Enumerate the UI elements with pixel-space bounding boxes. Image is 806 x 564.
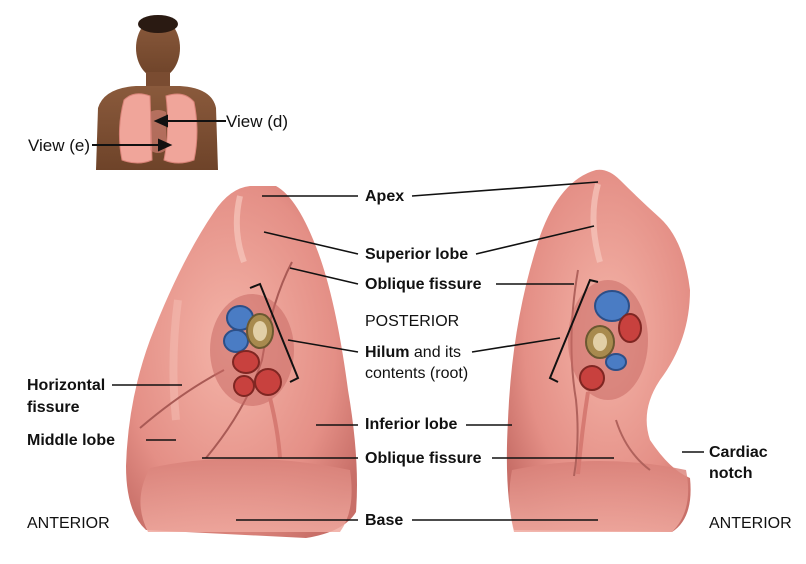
view-e-label: View (e)	[28, 136, 91, 155]
figure-head	[136, 18, 180, 78]
left-hilum	[210, 294, 294, 459]
base-label: Base	[365, 512, 404, 529]
hilum-label-bold: Hilum	[365, 344, 410, 361]
figure-right-lung	[163, 93, 198, 164]
anterior-left-label: ANTERIOR	[27, 515, 110, 532]
thumbnail-arrows	[92, 114, 226, 152]
cardiac-notch-label-line1: Cardiac	[709, 444, 768, 461]
oblique-fissure-bottom-label: Oblique fissure	[365, 450, 482, 467]
inferior-lobe-label: Inferior lobe	[365, 416, 458, 433]
apex-label: Apex	[365, 188, 405, 205]
left-hilum-bracket	[249, 282, 300, 383]
hilum-label-rest: and its	[409, 344, 462, 361]
oblique-fissure-top-label: Oblique fissure	[365, 276, 482, 293]
hilum-label: Hilum and its	[365, 343, 461, 362]
left-lung-illustration	[126, 186, 357, 538]
left-lung-base	[140, 458, 352, 532]
middle-lobe-label: Middle lobe	[27, 432, 115, 449]
horizontal-fissure-label-line1: Horizontal	[27, 377, 106, 394]
right-hilum-bracket	[548, 278, 599, 383]
right-lung-illustration	[506, 169, 691, 532]
view-d-label: View (d)	[226, 112, 289, 131]
leader-lines	[112, 181, 704, 521]
superior-lobe-label: Superior lobe	[365, 246, 469, 263]
right-oblique-fissure	[570, 269, 579, 477]
hilum-contents-label: contents (root)	[365, 365, 469, 382]
anterior-right-label: ANTERIOR	[709, 515, 792, 532]
horizontal-fissure-label-line2: fissure	[27, 399, 80, 416]
cardiac-notch-label-line2: notch	[709, 465, 753, 482]
right-hilum	[568, 280, 648, 475]
right-lung-base	[509, 461, 689, 532]
posterior-label: POSTERIOR	[365, 313, 460, 330]
figure-left-lung	[118, 93, 153, 164]
